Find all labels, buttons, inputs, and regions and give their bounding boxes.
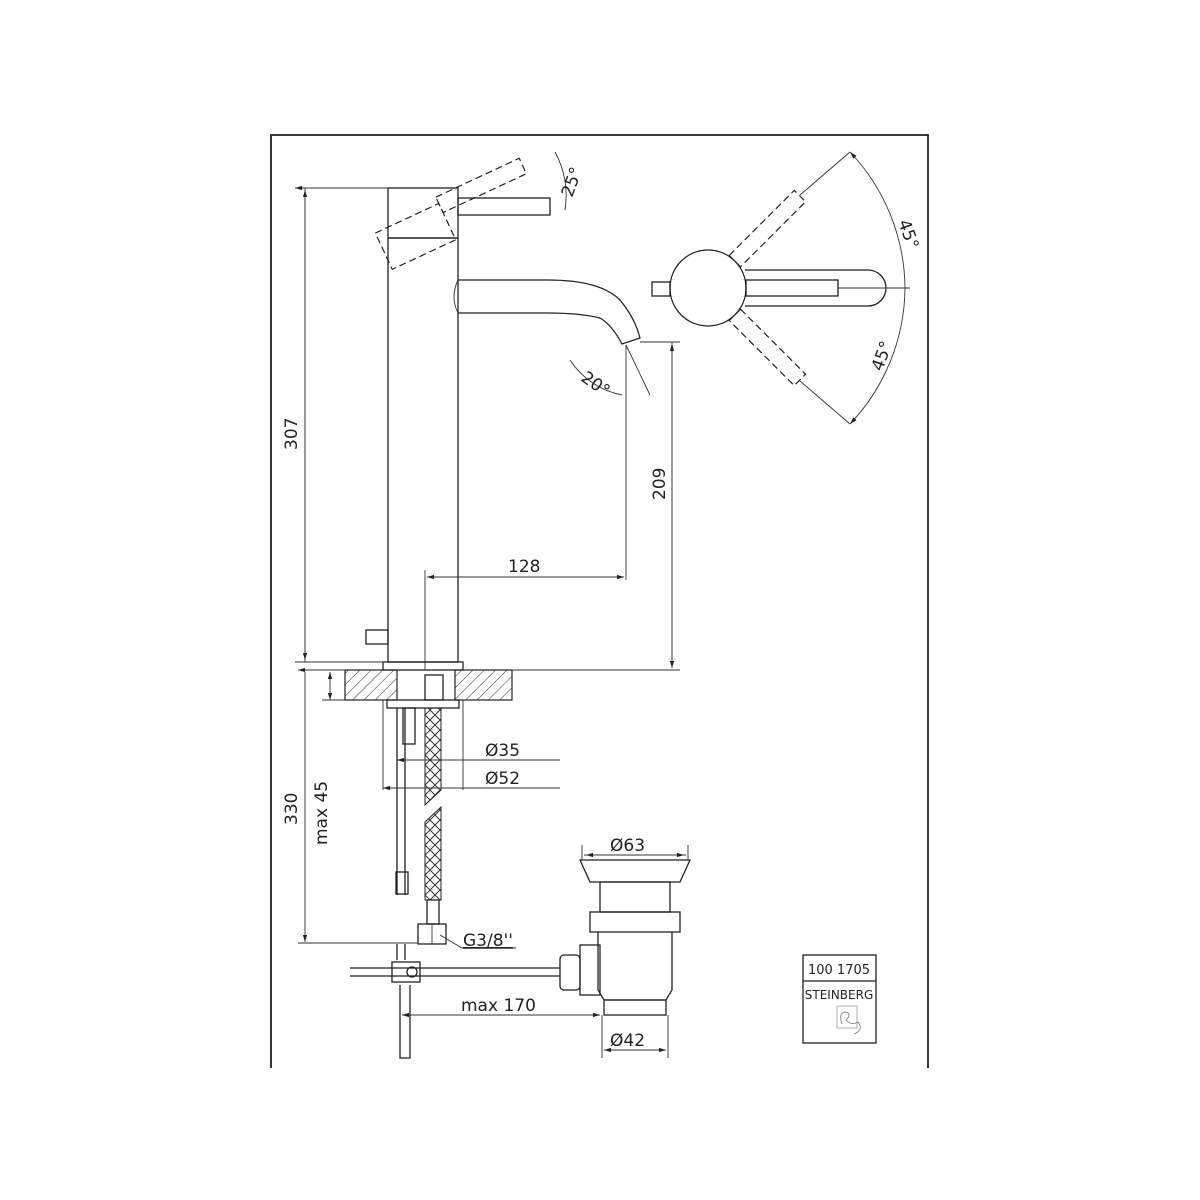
- article-number: 100 1705: [808, 963, 870, 978]
- waste-drain: [350, 859, 692, 1059]
- dim-dia-52: Ø52: [485, 769, 520, 789]
- dim-spout-height: 209: [650, 468, 670, 500]
- dim-dia-63: Ø63: [610, 836, 645, 856]
- brand-name: STEINBERG: [805, 988, 874, 1002]
- dim-counter-max: max 45: [312, 781, 332, 845]
- supply-hoses: [395, 707, 447, 945]
- faucet-top-view: [651, 151, 910, 425]
- dim-rotation-lower: 45°: [868, 339, 897, 374]
- dim-spout-reach: 128: [508, 557, 540, 577]
- dimension-lines: [295, 151, 689, 1058]
- dim-below-counter: 330: [282, 793, 302, 825]
- countertop-section: [344, 669, 680, 745]
- drawing-frame: [270, 134, 929, 1068]
- title-block: 100 1705 STEINBERG: [802, 954, 877, 1044]
- faucet-side-view: [365, 157, 641, 671]
- dim-thread: G3/8'': [463, 931, 513, 951]
- dim-dia-35: Ø35: [485, 741, 520, 761]
- dim-total-height: 307: [282, 418, 302, 450]
- dim-dia-42: Ø42: [610, 1031, 645, 1051]
- dim-spout-angle: 20°: [577, 368, 613, 402]
- brand-logo-icon: [836, 1005, 861, 1035]
- dim-max-170: max 170: [461, 996, 536, 1016]
- dim-rotation-upper: 45°: [893, 217, 922, 252]
